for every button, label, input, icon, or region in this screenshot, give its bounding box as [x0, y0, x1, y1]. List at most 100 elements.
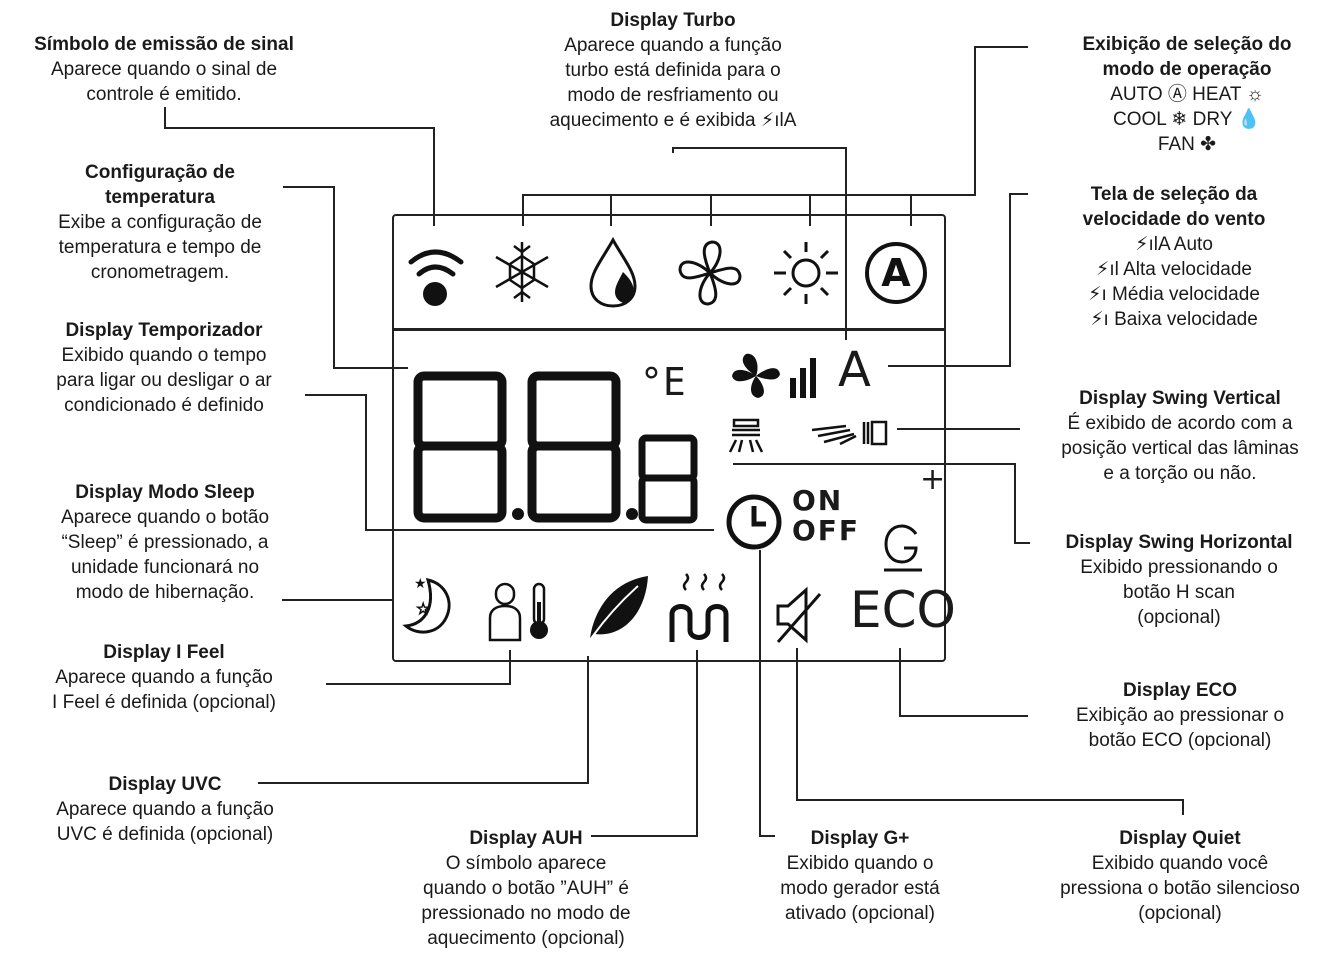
g-plus-icon: [884, 524, 922, 572]
callout-turbo-line: Aparece quando a função: [564, 35, 782, 56]
callout-timer-line: condicionado é definido: [64, 395, 264, 416]
mute-icon: [776, 586, 822, 644]
callout-ifeel: Display I Feel Aparece quando a função I…: [14, 640, 314, 715]
callout-quiet: Display Quiet Exibido quando você pressi…: [1022, 826, 1338, 926]
callout-turbo-line: aquecimento e é exibida ⚡ılA: [549, 110, 797, 131]
callout-swing-horizontal-line: botão H scan: [1123, 582, 1235, 603]
callout-quiet-line: pressiona o botão silencioso: [1060, 878, 1300, 899]
callout-swing-horizontal-line: Exibido pressionando o: [1080, 557, 1278, 578]
callout-mode: Exibição de seleção do modo de operação …: [1040, 32, 1334, 157]
on-label: ON: [792, 484, 844, 517]
swing-horizontal-icon: [811, 420, 888, 446]
fan-speed-icon: [732, 353, 816, 398]
unit-label: °E: [640, 360, 686, 404]
callout-turbo: Display Turbo Aparece quando a função tu…: [508, 8, 838, 133]
callout-swing-vertical-title: Display Swing Vertical: [1079, 388, 1281, 409]
callout-fan-speed-title: velocidade do vento: [1082, 209, 1266, 230]
callout-timer-line: para ligar ou desligar o ar: [56, 370, 272, 391]
sun-icon: [774, 242, 838, 304]
callout-mode-title: Exibição de seleção do: [1082, 34, 1292, 55]
callout-temp-config-title: Configuração de: [85, 162, 235, 183]
svg-text:☆: ☆: [416, 601, 430, 618]
callout-swing-horizontal: Display Swing Horizontal Exibido pressio…: [1034, 530, 1324, 630]
callout-mode-line: AUTO Ⓐ HEAT ☼: [1110, 84, 1264, 105]
clock-icon: [726, 494, 782, 550]
swing-vertical-icon: [728, 418, 764, 453]
callout-temp-config-line: cronometragem.: [90, 262, 230, 283]
callout-quiet-line: Exibido quando você: [1091, 853, 1269, 874]
callout-signal-line: controle é emitido.: [86, 84, 242, 105]
callout-eco-line: botão ECO (opcional): [1088, 730, 1272, 751]
callout-signal-title: Símbolo de emissão de sinal: [34, 34, 294, 55]
callout-fan-speed-line: ⚡ılA Auto: [1135, 234, 1213, 255]
callout-fan-speed-line: ⚡ı Baixa velocidade: [1090, 309, 1258, 330]
callout-turbo-title: Display Turbo: [610, 10, 736, 31]
callout-uvc-line: Aparece quando a função: [56, 799, 274, 820]
auto-icon: A: [865, 242, 927, 304]
callout-gplus-title: Display G+: [810, 828, 910, 849]
callout-sleep-line: unidade funcionará no: [70, 557, 260, 578]
svg-text:★: ★: [414, 575, 427, 591]
eco-label: ECO: [850, 581, 956, 639]
callout-mode-line: COOL ❄ DRY 💧: [1113, 109, 1261, 130]
callout-sleep: Display Modo Sleep Aparece quando o botã…: [20, 480, 310, 605]
callout-auh-line: pressionado no modo de: [421, 903, 631, 924]
callout-timer: Display Temporizador Exibido quando o te…: [14, 318, 314, 418]
moon-icon: ★ ☆: [402, 575, 451, 634]
ifeel-icon: [488, 582, 548, 642]
callout-swing-horizontal-line: (opcional): [1137, 607, 1221, 628]
callout-signal: Símbolo de emissão de sinal Aparece quan…: [6, 32, 322, 107]
callout-timer-title: Display Temporizador: [65, 320, 263, 341]
callout-auh: Display AUH O símbolo aparece quando o b…: [376, 826, 676, 951]
leaf-icon: [589, 576, 648, 641]
panel-divider: [392, 328, 946, 331]
callout-turbo-line: modo de resfriamento ou: [567, 85, 779, 106]
callout-auh-line: quando o botão ”AUH” é: [423, 878, 629, 899]
off-label: OFF: [792, 514, 861, 547]
auto-label: A: [881, 251, 911, 295]
callout-auh-line: O símbolo aparece: [445, 853, 607, 874]
callout-eco-line: Exibição ao pressionar o: [1075, 705, 1285, 726]
callout-swing-vertical-line: posição vertical das lâminas: [1061, 438, 1299, 459]
callout-uvc-line: UVC é definida (opcional): [56, 824, 274, 845]
callout-gplus: Display G+ Exibido quando o modo gerador…: [740, 826, 980, 926]
temperature-digits: [413, 371, 698, 524]
callout-signal-line: Aparece quando o sinal de: [50, 59, 278, 80]
callout-uvc-title: Display UVC: [108, 774, 222, 795]
callout-turbo-line: turbo está definida para o: [565, 60, 781, 81]
callout-swing-vertical: Display Swing Vertical É exibido de acor…: [1024, 386, 1336, 486]
callout-mode-title: modo de operação: [1102, 59, 1272, 80]
callout-ifeel-line: Aparece quando a função: [55, 667, 273, 688]
fan-auto-label: A: [838, 342, 871, 398]
callout-eco-title: Display ECO: [1122, 680, 1238, 701]
callout-auh-line: aquecimento (opcional): [427, 928, 625, 949]
callout-temp-config-line: Exibe a configuração de: [58, 212, 262, 233]
plus-label: +: [920, 462, 946, 497]
callout-fan-speed-title: Tela de seleção da: [1090, 184, 1258, 205]
callout-temp-config-line: temperatura e tempo de: [58, 237, 262, 258]
signal-icon: [408, 249, 464, 306]
callout-auh-title: Display AUH: [469, 828, 583, 849]
callout-temp-config: Configuração de temperatura Exibe a conf…: [20, 160, 300, 285]
snowflake-icon: [495, 242, 549, 302]
callout-sleep-line: Aparece quando o botão: [60, 507, 270, 528]
drop-icon: [589, 236, 637, 308]
callout-fan-speed-line: ⚡ıl Alta velocidade: [1096, 259, 1252, 280]
auh-icon: [669, 573, 729, 642]
callout-timer-line: Exibido quando o tempo: [61, 345, 267, 366]
callout-swing-vertical-line: É exibido de acordo com a: [1067, 413, 1293, 434]
callout-fan-speed-line: ⚡ı Média velocidade: [1088, 284, 1260, 305]
callout-uvc: Display UVC Aparece quando a função UVC …: [20, 772, 310, 847]
panel-vertical-divider: [845, 214, 847, 328]
callout-sleep-line: modo de hibernação.: [75, 582, 255, 603]
callout-gplus-line: modo gerador está: [780, 878, 940, 899]
callout-quiet-line: (opcional): [1138, 903, 1222, 924]
lcd-panel: [392, 214, 946, 662]
callout-quiet-title: Display Quiet: [1119, 828, 1241, 849]
callout-gplus-line: Exibido quando o: [786, 853, 934, 874]
callout-mode-line: FAN ✤: [1157, 134, 1217, 155]
callout-gplus-line: ativado (opcional): [785, 903, 935, 924]
callout-swing-horizontal-title: Display Swing Horizontal: [1065, 532, 1293, 553]
callout-sleep-line: “Sleep” é pressionado, a: [61, 532, 269, 553]
